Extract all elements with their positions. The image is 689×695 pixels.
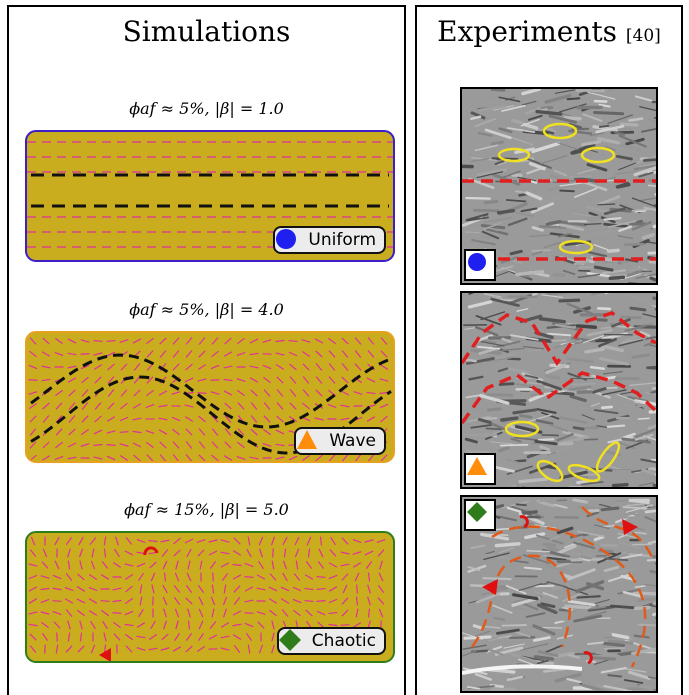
- wave-label: Wave: [329, 431, 376, 451]
- caption-wave: ϕaf ≈ 5%, |β| = 4.0: [9, 300, 404, 319]
- experiments-reference: [40]: [626, 26, 661, 46]
- wave-experiment-badge: [464, 453, 496, 485]
- chaotic-label: Chaotic: [312, 631, 376, 651]
- simulations-title: Simulations: [9, 15, 404, 48]
- experiments-panel: Experiments [40]: [415, 5, 683, 695]
- caption-uniform: ϕaf ≈ 5%, |β| = 1.0: [9, 99, 404, 118]
- circle-icon: [466, 251, 488, 273]
- wave-experiment-image: [460, 291, 658, 489]
- uniform-label: Uniform: [308, 230, 376, 250]
- experiments-title-text: Experiments: [437, 15, 617, 48]
- uniform-experiment-badge: [464, 249, 496, 281]
- wave-simulation-field: Wave: [25, 331, 395, 463]
- uniform-experiment-image: [460, 87, 658, 285]
- chaotic-badge: Chaotic: [277, 627, 386, 655]
- chaotic-experiment-badge: [464, 499, 496, 531]
- triangle-icon: [301, 430, 323, 452]
- caption-chaotic: ϕaf ≈ 15%, |β| = 5.0: [9, 500, 404, 519]
- simulations-panel: Simulations ϕaf ≈ 5%, |β| = 1.0 Uniform …: [7, 5, 406, 695]
- diamond-icon: [466, 501, 488, 523]
- chaotic-simulation-field: Chaotic: [25, 531, 395, 663]
- uniform-badge: Uniform: [273, 226, 386, 254]
- uniform-simulation-field: Uniform: [25, 130, 395, 262]
- experiments-title: Experiments [40]: [417, 15, 681, 48]
- circle-icon: [280, 229, 302, 251]
- triangle-icon: [466, 455, 488, 477]
- wave-badge: Wave: [294, 427, 386, 455]
- chaotic-experiment-image: [460, 495, 658, 693]
- diamond-icon: [284, 630, 306, 652]
